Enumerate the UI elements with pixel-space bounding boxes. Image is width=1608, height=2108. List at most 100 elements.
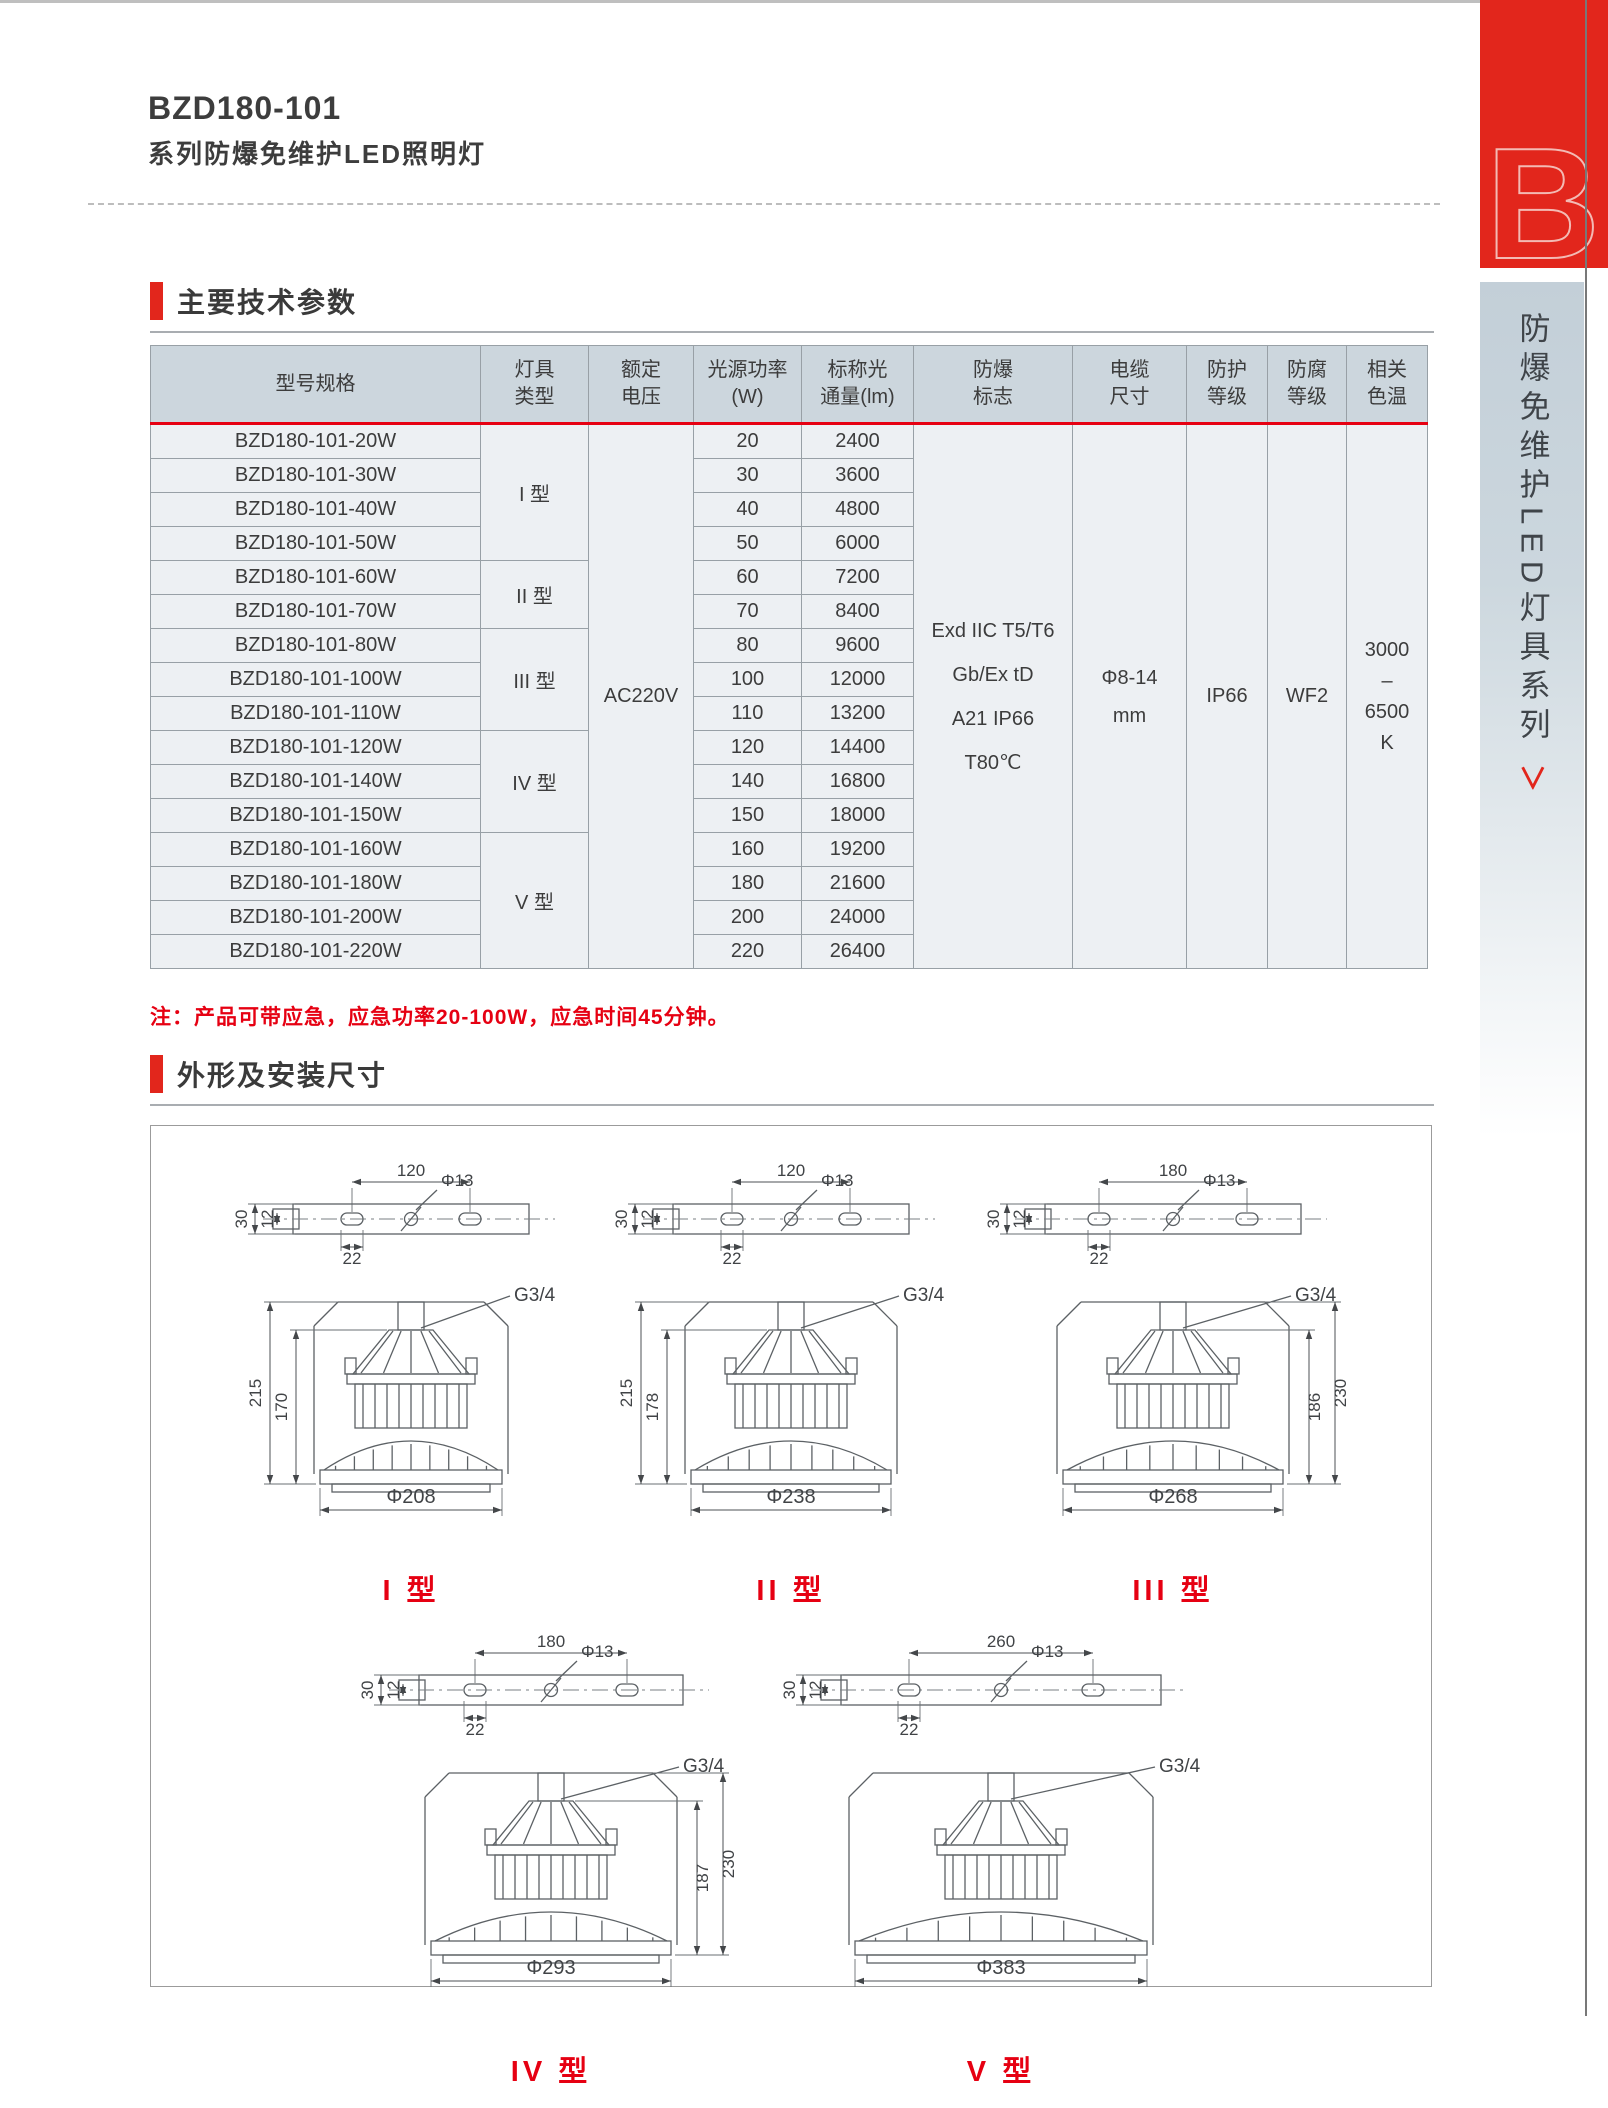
svg-text:180: 180 <box>537 1632 565 1651</box>
svg-text:I 型: I 型 <box>382 1574 439 1607</box>
voltage-cell: AC220V <box>588 423 694 969</box>
model-cell: BZD180-101-180W <box>150 866 481 901</box>
svg-text:12: 12 <box>1010 1210 1029 1229</box>
sidebar-series-text: 防爆免维护LED灯具系列 ＞ <box>1510 312 1555 1137</box>
ex-mark-cell: Exd IIC T5/T6 Gb/Ex tD A21 IP66 T80℃ <box>913 423 1073 969</box>
power-cell: 70 <box>693 594 802 629</box>
lamp-type-cell: I 型 <box>480 423 589 561</box>
lamp-type-cell: III 型 <box>480 628 589 731</box>
lumen-cell: 8400 <box>801 594 914 629</box>
lumen-cell: 3600 <box>801 458 914 493</box>
sidebar-series-label: 防爆免维护LED灯具系列 <box>1514 312 1550 748</box>
svg-text:22: 22 <box>900 1720 919 1739</box>
model-cell: BZD180-101-70W <box>150 594 481 629</box>
svg-text:II 型: II 型 <box>756 1574 825 1607</box>
svg-text:22: 22 <box>1090 1249 1109 1268</box>
svg-text:Φ13: Φ13 <box>821 1171 853 1190</box>
section-header-params: 主要技术参数 <box>150 281 1434 333</box>
model-cell: BZD180-101-140W <box>150 764 481 799</box>
svg-text:12: 12 <box>806 1681 825 1700</box>
svg-text:III 型: III 型 <box>1132 1574 1213 1607</box>
sidebar-letter: B <box>1486 116 1600 274</box>
ip-rating-cell: IP66 <box>1186 423 1268 969</box>
section-red-bar <box>150 282 163 320</box>
cable-size-cell: Φ8-14 mm <box>1072 423 1187 969</box>
svg-text:12: 12 <box>384 1681 403 1700</box>
svg-text:V 型: V 型 <box>967 2055 1035 2088</box>
sidebar-vertical-rule <box>1585 0 1587 2016</box>
svg-text:IV 型: IV 型 <box>511 2055 591 2088</box>
svg-text:Φ13: Φ13 <box>581 1642 613 1661</box>
lumen-cell: 6000 <box>801 526 914 561</box>
power-cell: 100 <box>693 662 802 697</box>
model-cell: BZD180-101-200W <box>150 900 481 935</box>
column-header: 防爆 标志 <box>913 345 1073 425</box>
model-cell: BZD180-101-150W <box>150 798 481 833</box>
svg-text:22: 22 <box>343 1249 362 1268</box>
lumen-cell: 14400 <box>801 730 914 765</box>
power-cell: 180 <box>693 866 802 901</box>
lumen-cell: 7200 <box>801 560 914 595</box>
model-cell: BZD180-101-40W <box>150 492 481 527</box>
page-subtitle: 系列防爆免维护LED照明灯 <box>148 139 487 169</box>
power-cell: 220 <box>693 934 802 969</box>
svg-text:22: 22 <box>723 1249 742 1268</box>
svg-text:G3/4: G3/4 <box>683 1756 725 1777</box>
power-cell: 30 <box>693 458 802 493</box>
svg-text:12: 12 <box>258 1210 277 1229</box>
svg-text:215: 215 <box>246 1379 265 1407</box>
svg-text:120: 120 <box>777 1161 805 1180</box>
power-cell: 120 <box>693 730 802 765</box>
model-cell: BZD180-101-220W <box>150 934 481 969</box>
power-cell: 40 <box>693 492 802 527</box>
model-cell: BZD180-101-160W <box>150 832 481 867</box>
lumen-cell: 9600 <box>801 628 914 663</box>
column-header: 电缆 尺寸 <box>1072 345 1187 425</box>
sidebar-series-strip: 防爆免维护LED灯具系列 ＞ <box>1480 282 1584 1137</box>
section-header-dimensions: 外形及安装尺寸 <box>150 1054 1434 1106</box>
svg-text:187: 187 <box>693 1864 712 1892</box>
svg-text:30: 30 <box>612 1210 631 1229</box>
lumen-cell: 13200 <box>801 696 914 731</box>
lamp-type-cell: II 型 <box>480 560 589 629</box>
svg-text:Φ13: Φ13 <box>1203 1171 1235 1190</box>
page-top-rule <box>0 0 1608 3</box>
sidebar-red-block: B <box>1480 0 1608 274</box>
svg-text:30: 30 <box>984 1210 1003 1229</box>
column-header: 防腐 等级 <box>1267 345 1347 425</box>
lumen-cell: 21600 <box>801 866 914 901</box>
svg-text:30: 30 <box>232 1210 251 1229</box>
cct-cell: 3000 – 6500 K <box>1346 423 1428 969</box>
emergency-note: 注：产品可带应急，应急功率20-100W，应急时间45分钟。 <box>150 1006 730 1029</box>
sidebar-arrow-icon: ＞ <box>1516 763 1548 800</box>
svg-text:178: 178 <box>643 1393 662 1421</box>
svg-text:Φ293: Φ293 <box>526 1957 575 1979</box>
lumen-cell: 26400 <box>801 934 914 969</box>
svg-text:30: 30 <box>358 1681 377 1700</box>
lumen-cell: 19200 <box>801 832 914 867</box>
lamp-type-cell: V 型 <box>480 832 589 969</box>
lumen-cell: 2400 <box>801 423 914 459</box>
svg-text:186: 186 <box>1305 1393 1324 1421</box>
svg-text:230: 230 <box>1331 1379 1350 1407</box>
svg-text:Φ383: Φ383 <box>976 1957 1025 1979</box>
